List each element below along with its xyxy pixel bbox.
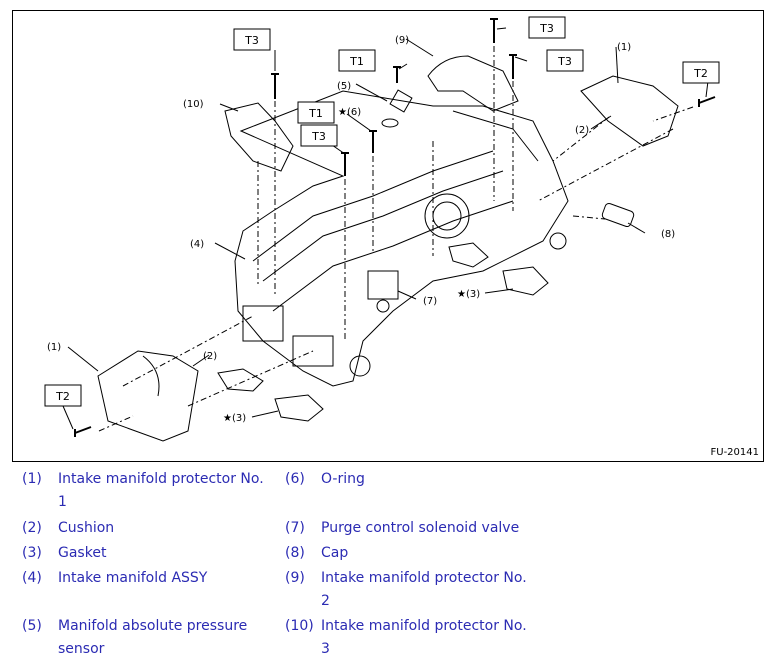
- legend-text: Intake manifold protector No. 2: [321, 570, 527, 609]
- legend-number: (9): [285, 570, 305, 586]
- torque-box-t3-top-left: T3: [233, 28, 271, 51]
- torque-label: T1: [308, 107, 323, 120]
- callout-3-left: ★(3): [223, 413, 246, 424]
- torque-label: T3: [311, 130, 326, 143]
- bolt-top-left: [271, 73, 279, 99]
- callout-3-right: ★(3): [457, 289, 480, 300]
- torque-label: T1: [349, 55, 364, 68]
- purge-valve-part: [367, 270, 399, 300]
- legend-text: Intake manifold protector No. 1: [58, 471, 264, 510]
- bolt-t2-left: [74, 426, 92, 437]
- protector-no2: [427, 55, 519, 112]
- callout-8: (8): [661, 229, 675, 240]
- callout-10: (10): [183, 99, 204, 110]
- torque-label: T3: [244, 34, 259, 47]
- callout-2-left: (2): [203, 351, 217, 362]
- legend-item: (9) Intake manifold protector No. 2: [285, 567, 533, 613]
- legend-number: (1): [22, 471, 42, 487]
- legend-number: (4): [22, 570, 42, 586]
- bolt-t3-top-a: [490, 18, 498, 43]
- legend-text: Intake manifold protector No. 3: [321, 618, 527, 657]
- legend-item: (7) Purge control solenoid valve: [285, 517, 533, 540]
- figure-id: FU-20141: [710, 447, 760, 458]
- bolt-t1-top: [393, 66, 401, 83]
- legend-item: (6) O-ring: [285, 468, 533, 491]
- torque-label: T3: [557, 55, 572, 68]
- o-ring-part: [381, 118, 399, 128]
- legend-text: Cushion: [58, 520, 115, 536]
- legend-number: (2): [22, 520, 42, 536]
- torque-label: T2: [693, 67, 708, 80]
- legend-item: (5) Manifold absolute pressure sensor: [22, 615, 270, 661]
- legend-text: Manifold absolute pressure sensor: [58, 618, 248, 657]
- legend-text: O-ring: [321, 471, 365, 487]
- gasket-right-b: [502, 266, 549, 296]
- legend-number: (8): [285, 545, 305, 561]
- legend-item: (10) Intake manifold protector No. 3: [285, 615, 533, 661]
- gasket-left-b: [274, 394, 324, 422]
- bolt-t1-center: [369, 130, 377, 153]
- torque-box-t2-left: T2: [44, 384, 82, 407]
- legend-number: (3): [22, 545, 42, 561]
- legend-text: Intake manifold ASSY: [58, 570, 208, 586]
- legend-item: (2) Cushion: [22, 517, 270, 540]
- manifold-body: [234, 90, 569, 387]
- exploded-view-drawing: T3 T1 T3 T1 T3 T3 T2 T2 (10) (9) (5) ★(6…: [44, 16, 720, 442]
- legend-item: (4) Intake manifold ASSY: [22, 567, 270, 590]
- torque-box-t3-top-right-lower: T3: [546, 49, 584, 72]
- callout-7: (7): [423, 296, 437, 307]
- gasket-right-a: [448, 242, 489, 268]
- torque-label: T3: [539, 22, 554, 35]
- legend-number: (5): [22, 618, 42, 634]
- torque-box-t1-center: T1: [297, 101, 335, 124]
- torque-box-t3-center: T3: [300, 124, 338, 147]
- gasket-left-a: [217, 368, 264, 392]
- protector-no3: [224, 102, 294, 172]
- bolt-t3-center: [341, 152, 349, 176]
- legend-number: (10): [285, 618, 314, 634]
- map-sensor-part: [389, 89, 413, 113]
- legend-text: Purge control solenoid valve: [321, 520, 520, 536]
- callout-2-right: (2): [575, 125, 589, 136]
- parts-diagram: T3 T1 T3 T1 T3 T3 T2 T2 (10) (9) (5) ★(6…: [12, 10, 764, 462]
- legend-text: Cap: [321, 545, 349, 561]
- torque-box-t1-top: T1: [338, 49, 376, 72]
- bolt-t2-right: [698, 96, 716, 107]
- callout-5: (5): [337, 81, 351, 92]
- legend-text: Gasket: [58, 545, 107, 561]
- torque-box-t2-right: T2: [682, 61, 720, 84]
- legend-number: (6): [285, 471, 305, 487]
- legend-item: (3) Gasket: [22, 542, 270, 565]
- legend-item: (8) Cap: [285, 542, 533, 565]
- callout-4: (4): [190, 239, 204, 250]
- torque-box-t3-top-right-upper: T3: [528, 16, 566, 39]
- torque-label: T2: [55, 390, 70, 403]
- callout-1-right: (1): [617, 42, 631, 53]
- legend-item: (1) Intake manifold protector No. 1: [22, 468, 270, 514]
- cap-part: [601, 202, 635, 228]
- callout-9: (9): [395, 35, 409, 46]
- protector-no1-left: [97, 350, 199, 442]
- callout-1-left: (1): [47, 342, 61, 353]
- legend-number: (7): [285, 520, 305, 536]
- protector-no1-right: [580, 75, 679, 147]
- parts-legend: (1) Intake manifold protector No. 1 (2) …: [0, 468, 773, 664]
- throttle-body: [424, 193, 470, 239]
- callout-6: ★(6): [338, 107, 361, 118]
- bolt-t3-top-b: [509, 54, 517, 79]
